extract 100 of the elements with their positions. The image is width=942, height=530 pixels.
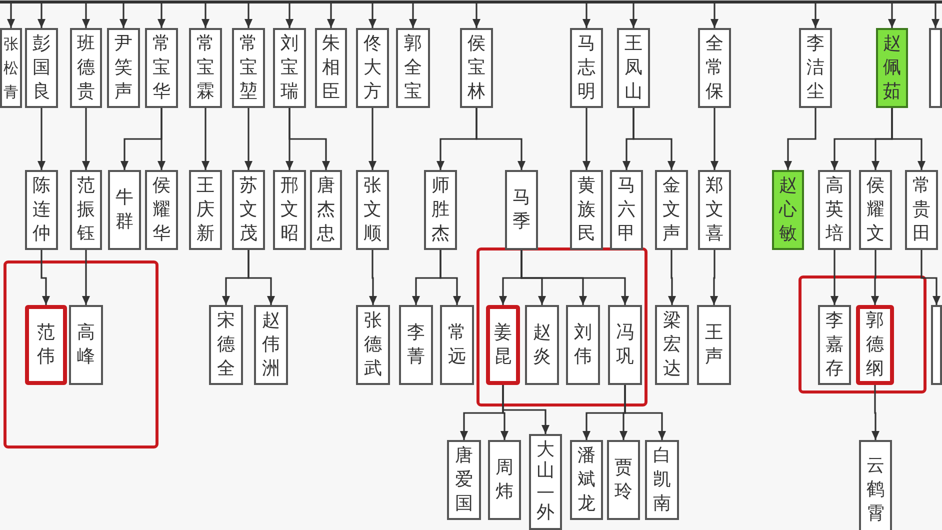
- name-box: [818, 170, 851, 250]
- arrow: [409, 2, 417, 28]
- name-box: [645, 440, 679, 520]
- arrow: [872, 385, 880, 440]
- name-text: 马志明: [578, 32, 596, 104]
- name-text: 高英培: [826, 174, 844, 246]
- arrow: [710, 108, 718, 170]
- arrow: [582, 108, 590, 170]
- arrow: [40, 250, 50, 305]
- arrow: [582, 2, 590, 28]
- arrow: [632, 108, 676, 170]
- name-box: [655, 170, 688, 250]
- arrow: [82, 250, 90, 305]
- name-text: 邢文昭: [280, 174, 298, 246]
- arrow: [830, 250, 838, 305]
- name-text: 刘伟: [574, 321, 592, 369]
- name-text: 赵心敏: [779, 174, 797, 246]
- name-box: [440, 305, 474, 385]
- name-box: [608, 305, 642, 385]
- name-box: [876, 28, 908, 108]
- arrow: [668, 250, 676, 305]
- name-box: [856, 305, 894, 385]
- name-box: [460, 28, 493, 108]
- name-box: [107, 28, 140, 108]
- name-box: [0, 28, 22, 108]
- arrow: [244, 2, 252, 28]
- name-text: 常远: [448, 321, 466, 369]
- name-box: [70, 28, 102, 108]
- name-box: [69, 305, 103, 385]
- name-text: 佟大方: [364, 32, 382, 104]
- name-text: 宋德全: [217, 309, 235, 381]
- name-text: 陈连仲: [32, 174, 50, 246]
- name-text: 张松青: [4, 34, 18, 103]
- name-box: [905, 170, 938, 250]
- name-box: [529, 434, 562, 530]
- arrow: [369, 250, 377, 305]
- arrow: [920, 250, 940, 305]
- name-text: 马六甲: [618, 174, 636, 246]
- name-text: 王凤山: [624, 32, 642, 104]
- name-box: [232, 170, 265, 250]
- name-text: 常宝华: [152, 32, 170, 104]
- name-box: [25, 305, 67, 385]
- arrow: [476, 108, 526, 170]
- arrow: [368, 108, 376, 170]
- name-box: [209, 305, 243, 385]
- arrow: [38, 2, 46, 28]
- name-text: 潘斌龙: [578, 444, 596, 516]
- name-text: 赵伟洲: [262, 309, 280, 381]
- name-box: [566, 305, 600, 385]
- name-box: [570, 28, 603, 108]
- name-box: [254, 305, 288, 385]
- arrow: [871, 250, 879, 305]
- arrow: [286, 2, 294, 28]
- name-text: 侯宝林: [468, 32, 486, 104]
- name-text: 郑文喜: [706, 174, 724, 246]
- arrow: [288, 108, 330, 170]
- name-text: 白凯南: [653, 444, 671, 516]
- name-text: 姜昆: [494, 321, 512, 369]
- name-box: [818, 305, 851, 385]
- name-text: 常宝堃: [240, 32, 258, 104]
- name-text: 唐爱国: [455, 444, 473, 516]
- name-text: 郭全宝: [404, 32, 422, 104]
- name-text: 贾玲: [614, 456, 632, 504]
- name-text: 尹笑声: [114, 32, 132, 104]
- arrow: [630, 2, 638, 28]
- arrow: [202, 2, 210, 28]
- arrow: [202, 108, 210, 170]
- name-box: [486, 305, 520, 385]
- name-text: 王声: [705, 321, 723, 369]
- name-text: 侯耀文: [866, 174, 884, 246]
- name-box: [356, 28, 389, 108]
- name-text: 苏文茂: [240, 174, 258, 246]
- name-text: 常宝霖: [196, 32, 214, 104]
- arrow: [502, 385, 550, 434]
- name-box: [310, 170, 342, 250]
- name-box: [859, 170, 892, 250]
- arrow: [888, 2, 896, 28]
- arrow: [624, 385, 666, 440]
- arrow: [82, 2, 90, 28]
- arrow: [932, 2, 940, 28]
- arrow: [120, 2, 128, 28]
- name-box: [25, 170, 58, 250]
- name-box: [399, 305, 433, 385]
- name-box: [70, 170, 102, 250]
- empty-box: [929, 28, 942, 108]
- name-box: [145, 28, 178, 108]
- name-box: [447, 440, 481, 520]
- name-text: 师胜杰: [432, 174, 450, 246]
- arrow: [244, 108, 252, 170]
- name-text: 唐杰忠: [317, 174, 335, 246]
- name-box: [799, 28, 832, 108]
- arrow: [82, 108, 90, 170]
- arrow: [158, 108, 166, 170]
- name-text: 李嘉存: [826, 309, 844, 381]
- name-box: [610, 170, 643, 250]
- name-box: [859, 440, 892, 530]
- name-box: [697, 305, 731, 385]
- name-box: [273, 170, 306, 250]
- arrow: [710, 250, 718, 305]
- name-text: 范振钰: [77, 174, 95, 246]
